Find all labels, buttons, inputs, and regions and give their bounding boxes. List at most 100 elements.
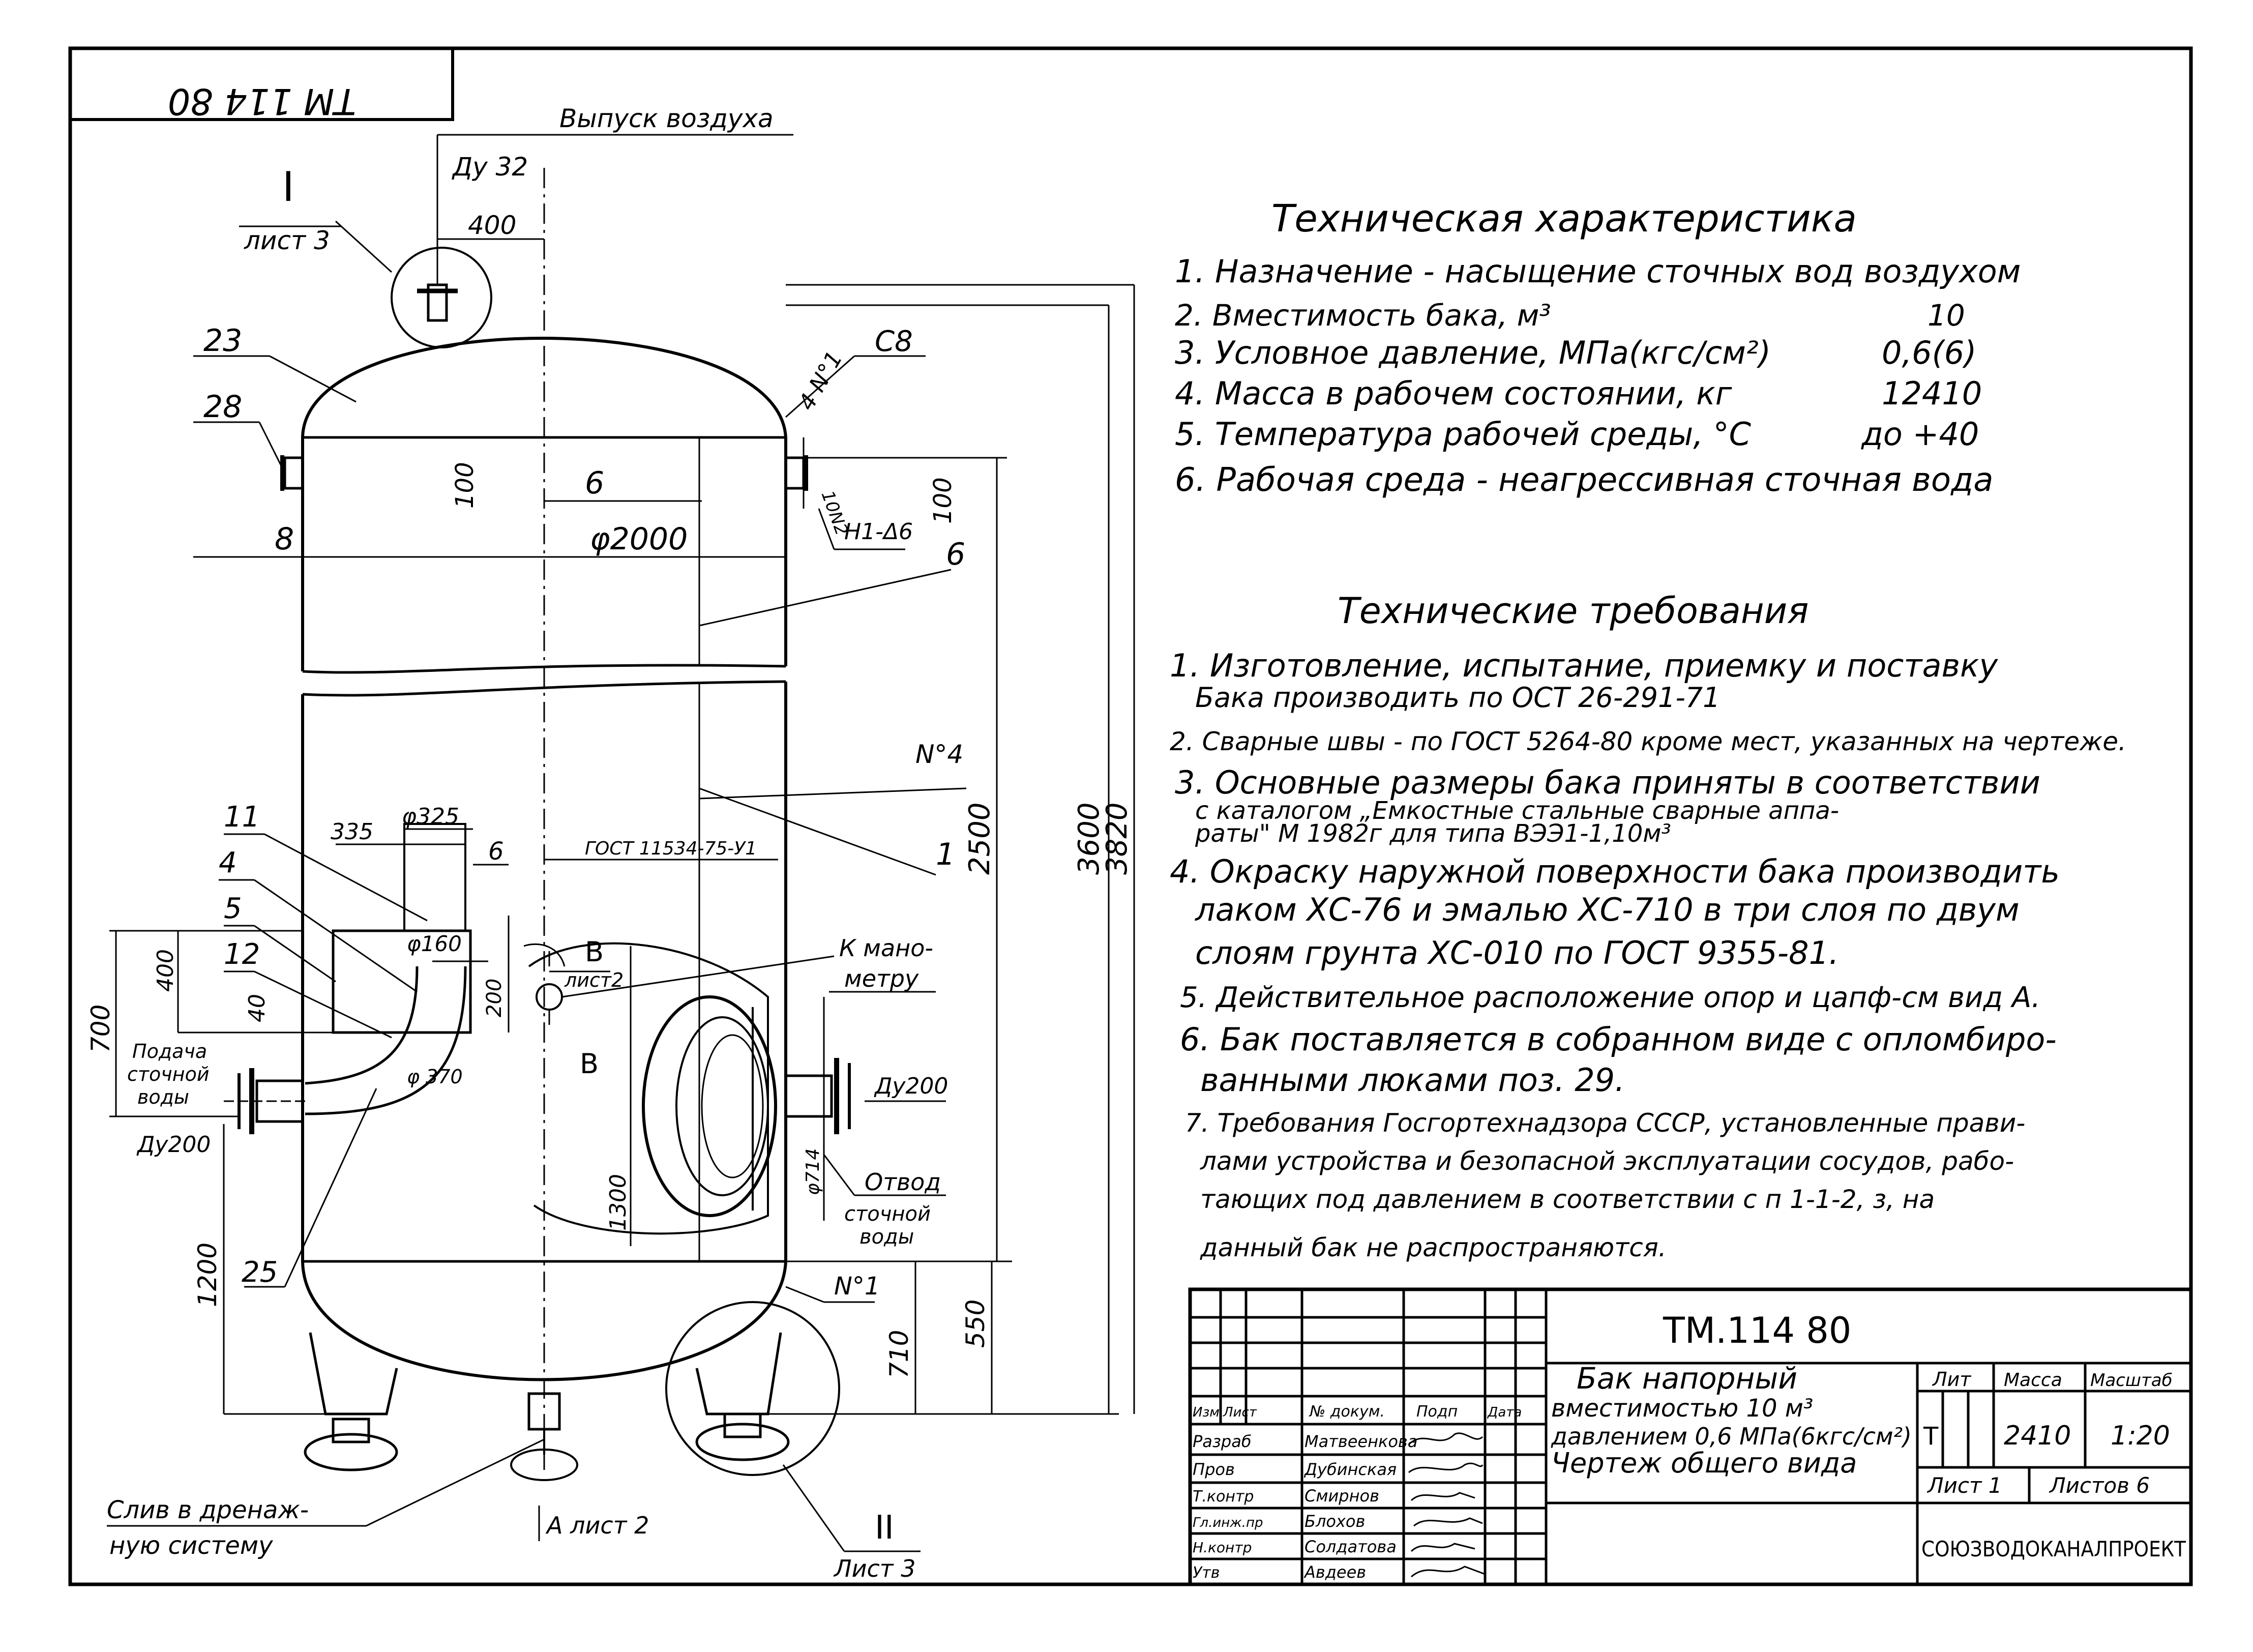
role-1: Разраб <box>1193 1432 1252 1451</box>
tech-char-title: Техническая характеристика <box>1271 197 1857 241</box>
role-5: Н.контр <box>1193 1539 1252 1556</box>
phi2000-label: φ2000 <box>590 521 688 557</box>
pos6a: 6 <box>585 465 604 501</box>
col-date: Дата <box>1487 1405 1522 1420</box>
dim3820: 3820 <box>1101 802 1134 875</box>
manometer-port <box>536 983 563 1011</box>
tech-char-item-3: 3. Условное давление, МПа(кгс/см²) <box>1175 334 1771 371</box>
tech-req-title: Технические требования <box>1338 590 1809 632</box>
sec-B2: В <box>580 1048 599 1080</box>
dim200: 200 <box>483 979 506 1017</box>
tech-characteristics: Техническая характеристика 1. Назначение… <box>1175 197 2021 499</box>
inlet-line3: воды <box>137 1086 189 1108</box>
dim400v: 400 <box>153 949 179 992</box>
product-name-2: вместимостью 10 м³ <box>1551 1394 1813 1423</box>
dim710: 710 <box>884 1330 914 1378</box>
col-izm: Изм <box>1193 1405 1220 1420</box>
tech-req-line-12: ванными люками поз. 29. <box>1200 1061 1625 1099</box>
lit-header: Лит <box>1932 1368 1972 1391</box>
dim1200: 1200 <box>193 1243 222 1307</box>
break-line-bottom <box>302 680 786 697</box>
view-A-label: А лист 2 <box>545 1512 649 1539</box>
weld-n1-bottom: N°1 <box>834 1272 880 1301</box>
name-6: Авдеев <box>1303 1562 1366 1582</box>
sheet3-bottom-label: Лист 3 <box>833 1555 915 1582</box>
tech-req-line-9: слоям грунта ХС-010 по ГОСТ 9355-81. <box>1195 934 1839 971</box>
sheet-frame <box>68 46 2193 1586</box>
outlet-1: Отвод <box>865 1168 941 1196</box>
name-3: Смирнов <box>1305 1486 1379 1506</box>
tech-char-item-6: 6. Рабочая среда - неагрессивная сточная… <box>1175 461 1994 499</box>
outlet-3: воды <box>859 1225 914 1249</box>
sheet2-B: лист2 <box>564 969 624 991</box>
weld-n1-top: 4 N°1 <box>793 347 848 415</box>
pos4: 4 <box>219 846 237 879</box>
gost-label: ГОСТ 11534-75-У1 <box>585 838 757 859</box>
dim550: 550 <box>961 1300 990 1348</box>
dimension-lines <box>107 134 1135 1552</box>
weld-h1: Н1-Δ6 <box>844 519 913 545</box>
tech-char-value-4: 12410 <box>1882 375 1982 412</box>
inlet-line1: Подача <box>132 1040 207 1063</box>
stamp-box: ТМ 114 80 <box>70 48 454 122</box>
role-3: Т.контр <box>1193 1488 1254 1506</box>
tech-req-line-16: данный бак не распространяются. <box>1200 1233 1667 1262</box>
top-dome <box>301 337 787 438</box>
dim1300: 1300 <box>605 1174 631 1231</box>
detail-circle-I <box>391 247 492 348</box>
col-list: Лист <box>1223 1405 1257 1420</box>
tech-req-line-10: 5. Действительное расположение опор и ца… <box>1180 981 2040 1014</box>
title-block <box>1188 1287 2193 1586</box>
title-block-text: ТМ.114 80 Бак напорный вместимостью 10 м… <box>1193 1310 2186 1582</box>
name-5: Солдатова <box>1305 1537 1397 1556</box>
dim6-label: 6 <box>488 837 504 866</box>
dim-400-top: 400 <box>468 211 516 240</box>
name-1: Матвеенкова <box>1305 1432 1417 1451</box>
name-4: Блохов <box>1305 1512 1365 1531</box>
dim335: 335 <box>331 819 373 845</box>
dim40: 40 <box>244 994 270 1022</box>
du32-label: Ду 32 <box>452 152 528 182</box>
role-6: Утв <box>1193 1564 1220 1582</box>
name-2: Дубинская <box>1303 1460 1397 1479</box>
pos11: 11 <box>224 801 260 834</box>
tech-char-value-5: до +40 <box>1861 416 1979 453</box>
col-sign: Подп <box>1416 1403 1458 1421</box>
pos6b: 6 <box>946 537 965 572</box>
tech-requirements: Технические требования 1. Изготовление, … <box>1170 590 2126 1262</box>
sheet3-top-label: лист 3 <box>244 226 330 255</box>
tech-req-line-3: 2. Сварные швы - по ГОСТ 5264-80 кроме м… <box>1170 727 2126 756</box>
tech-req-line-7: 4. Окраску наружной поверхности бака про… <box>1170 853 2060 890</box>
drain-line2: ную систему <box>109 1531 273 1560</box>
tech-req-line-15: тающих под давлением в соответствии с п … <box>1200 1185 1935 1214</box>
drain-line1: Слив в дренаж- <box>107 1496 309 1524</box>
dim100a: 100 <box>451 462 479 509</box>
view-I-label: I <box>282 163 294 211</box>
lit-value: Т <box>1923 1422 1939 1451</box>
vessel-drawing <box>224 168 851 1481</box>
weld-c8: С8 <box>875 325 913 358</box>
pos8: 8 <box>275 521 294 557</box>
inlet-line2: сточной <box>127 1063 210 1085</box>
pos23: 23 <box>203 323 242 359</box>
dim100b: 100 <box>929 477 957 524</box>
organization: СОЮЗВОДОКАНАЛПРОЕКТ <box>1921 1537 2186 1561</box>
product-name-1: Бак напорный <box>1577 1361 1797 1396</box>
tech-char-value-2: 10 <box>1928 298 1965 333</box>
pos25: 25 <box>242 1256 278 1289</box>
inlet-box <box>332 929 472 1034</box>
tech-req-line-13: 7. Требования Госгортехнадзора СССР, уст… <box>1185 1108 2025 1138</box>
tech-req-line-5: с каталогом „Емкостные стальные сварные … <box>1195 796 1839 825</box>
pos1: 1 <box>936 837 955 872</box>
scale-header: Масштаб <box>2090 1370 2173 1391</box>
mass-value: 2410 <box>2004 1421 2071 1451</box>
phi714: φ714 <box>803 1148 823 1195</box>
manhole-view <box>528 942 769 1235</box>
signatures <box>1408 1432 1486 1578</box>
tech-char-item-1: 1. Назначение - насыщение сточных вод во… <box>1175 253 2021 290</box>
scale-value: 1:20 <box>2111 1421 2170 1451</box>
outlet-pipe <box>784 1074 833 1118</box>
dim700: 700 <box>86 1005 115 1053</box>
doc-code: ТМ.114 80 <box>1663 1310 1851 1351</box>
